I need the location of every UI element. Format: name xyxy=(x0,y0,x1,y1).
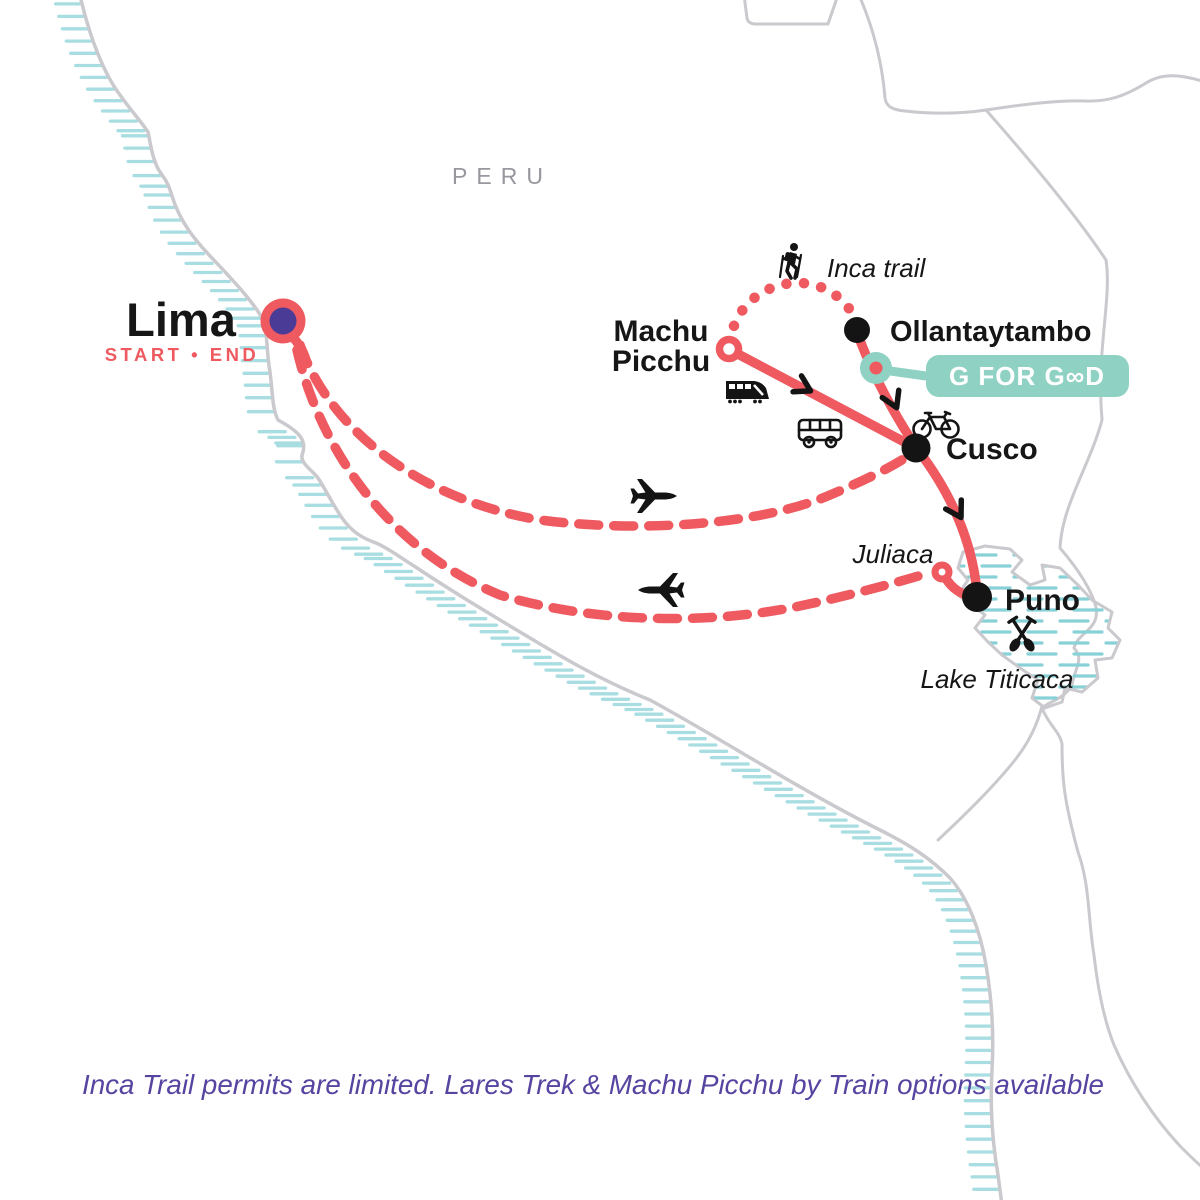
lima-marker xyxy=(269,307,297,335)
lake-titicaca-label: Lake Titicaca xyxy=(921,664,1074,694)
chevron-arrow-icon xyxy=(879,387,902,411)
ollantaytambo-label: Ollantaytambo xyxy=(890,316,1091,348)
chevron-arrow-icon xyxy=(790,373,814,395)
airplane-icon xyxy=(630,479,677,513)
g-for-good-callout: G FOR G∞D xyxy=(860,352,1129,397)
hiker-icon xyxy=(778,243,803,280)
route-machu-cusco xyxy=(731,348,917,451)
lima-label: Lima xyxy=(126,293,237,346)
flight-route-puno-lima xyxy=(292,345,937,624)
puno-marker xyxy=(962,582,992,612)
inca-trail-route xyxy=(724,277,862,349)
puno-label: Puno xyxy=(1005,584,1080,617)
lima-start-end-label: START • END xyxy=(105,344,260,365)
train-icon xyxy=(726,381,769,404)
border-top-notch xyxy=(743,0,838,26)
juliaca-label: Juliaca xyxy=(852,539,934,569)
cusco-label: Cusco xyxy=(946,433,1038,466)
cusco-marker xyxy=(901,433,931,463)
caption-note: Inca Trail permits are limited. Lares Tr… xyxy=(82,1069,1104,1100)
lake-titicaca-shape xyxy=(956,544,1122,710)
machu-picchu-label-line2: Picchu xyxy=(612,345,710,378)
airplane-icon xyxy=(638,573,685,607)
g-for-good-badge-label: G FOR G∞D xyxy=(949,361,1105,391)
ollantaytambo-marker xyxy=(844,317,870,343)
flight-route-lima-cusco xyxy=(295,340,913,531)
border-south-branch xyxy=(936,704,1044,842)
coast-hatch xyxy=(54,2,1002,1191)
coastline xyxy=(79,0,1004,1200)
juliaca-marker xyxy=(931,561,953,583)
chevron-arrow-icon xyxy=(942,497,965,521)
g-for-good-marker-dot xyxy=(869,361,883,375)
paddles-icon xyxy=(1007,615,1037,652)
g-for-good-badge xyxy=(926,355,1129,397)
bicycle-icon xyxy=(912,410,960,439)
region-label: PERU xyxy=(452,163,552,189)
city-markers xyxy=(260,298,992,612)
bus-icon xyxy=(797,418,843,449)
machu-picchu-label-line1: Machu xyxy=(613,315,708,348)
machu-picchu-marker xyxy=(715,335,743,363)
inca-trail-label: Inca trail xyxy=(827,253,926,283)
border-north xyxy=(859,0,1200,115)
